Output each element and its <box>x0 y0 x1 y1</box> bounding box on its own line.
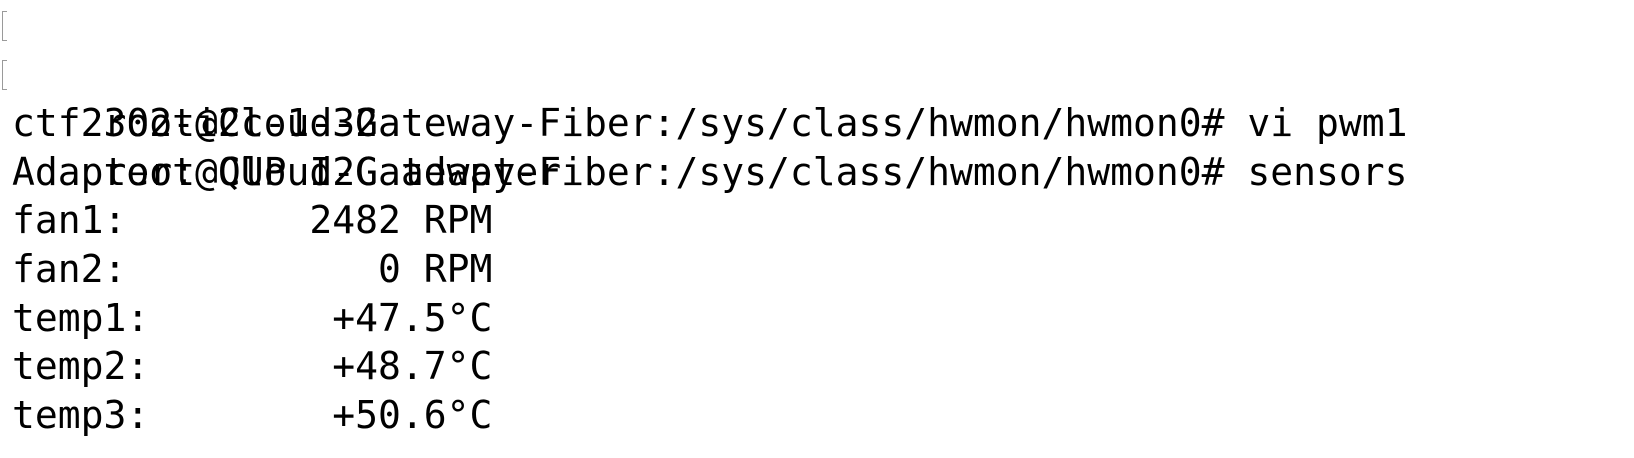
sensor-fan2: fan2: 0 RPM <box>12 246 493 291</box>
sensor-temp1: temp1: +47.5°C <box>12 295 493 340</box>
prompt-mark-icon <box>2 59 7 90</box>
command-vi-pwm1: root@Cloud-Gateway-Fiber:/sys/class/hwmo… <box>103 101 1408 146</box>
sensor-fan1: fan1: 2482 RPM <box>12 198 493 243</box>
sensor-temp2: temp2: +48.7°C <box>12 344 493 389</box>
sensor-chip-name: ctf2302-i2c-1-32 <box>12 101 379 146</box>
command-sensors: root@Cloud-Gateway-Fiber:/sys/class/hwmo… <box>103 149 1408 194</box>
sensor-adapter: Adapter: QUP I2C adapter <box>12 149 562 194</box>
terminal-line-command-sensors: root@Cloud-Gateway-Fiber:/sys/class/hwmo… <box>2 51 1634 194</box>
terminal-line-command-vi: root@Cloud-Gateway-Fiber:/sys/class/hwmo… <box>2 2 1634 145</box>
prompt-mark-icon <box>2 11 7 41</box>
sensor-temp3: temp3: +50.6°C <box>12 392 493 437</box>
